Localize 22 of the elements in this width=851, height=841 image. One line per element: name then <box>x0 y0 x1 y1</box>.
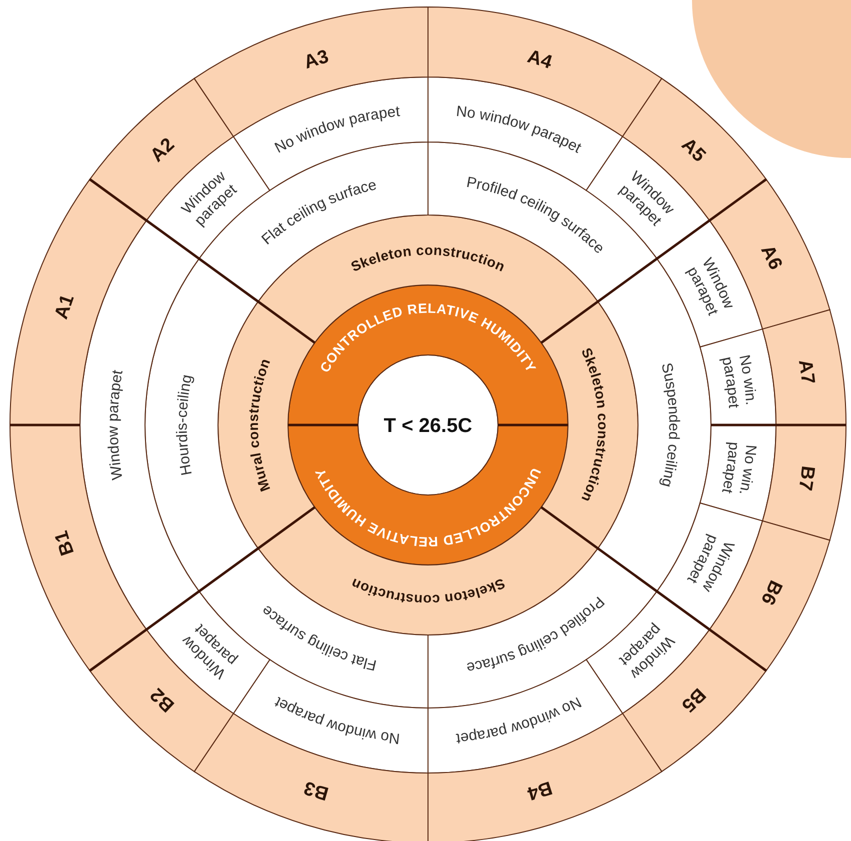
sector-code: B7 <box>794 464 818 492</box>
sector-code: B5 <box>677 684 710 716</box>
sector-code: A5 <box>677 134 710 166</box>
sector-code: B3 <box>301 776 332 804</box>
ring-sector <box>10 178 147 426</box>
ring-sector <box>218 301 316 549</box>
ring-sector <box>540 301 638 549</box>
sector-code: A6 <box>756 242 786 274</box>
sector-code: A1 <box>51 292 79 322</box>
sector-code: B1 <box>51 528 79 558</box>
ring-sector <box>762 309 846 426</box>
sector-code: A3 <box>301 46 332 74</box>
ring-sector <box>762 424 846 541</box>
ring-sector <box>700 328 776 426</box>
ring-sector <box>10 424 147 672</box>
sector-code: A4 <box>524 46 555 74</box>
sector-code: B2 <box>146 684 179 716</box>
center-label: T < 26.5C <box>384 415 472 437</box>
sector-code: A7 <box>794 358 818 386</box>
sector-code: B6 <box>756 576 786 608</box>
sector-code: B4 <box>524 776 555 804</box>
sector-code: A2 <box>146 134 179 166</box>
